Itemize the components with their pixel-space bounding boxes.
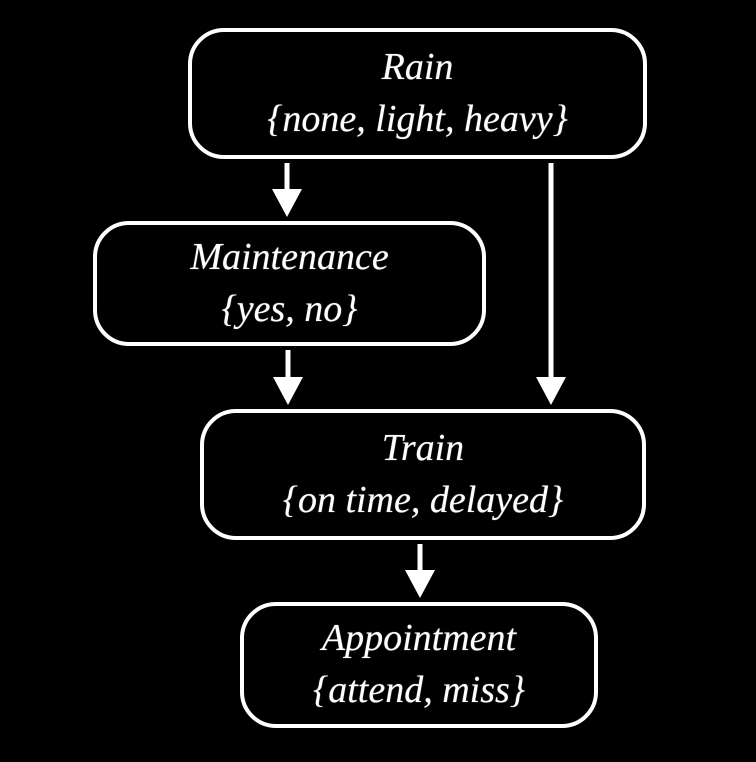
node-rain-label: Rain [381, 45, 454, 88]
node-maintenance-domain: {yes, no} [221, 287, 358, 330]
node-train-label: Train [381, 426, 465, 469]
edge-rain-to-maintenance [272, 163, 302, 217]
edge-rain-to-train [536, 163, 566, 405]
node-rain-domain: {none, light, heavy} [267, 97, 568, 140]
node-train: Train {on time, delayed} [200, 409, 646, 540]
node-maintenance-label: Maintenance [190, 235, 389, 278]
node-appointment: Appointment {attend, miss} [240, 602, 598, 728]
node-appointment-label: Appointment [321, 617, 517, 660]
node-maintenance: Maintenance {yes, no} [93, 221, 486, 346]
node-train-domain: {on time, delayed} [282, 478, 564, 521]
edge-train-to-appointment [405, 544, 435, 598]
node-appointment-domain: {attend, miss} [313, 669, 525, 711]
edge-maintenance-to-train [273, 350, 303, 405]
node-rain: Rain {none, light, heavy} [188, 28, 647, 159]
